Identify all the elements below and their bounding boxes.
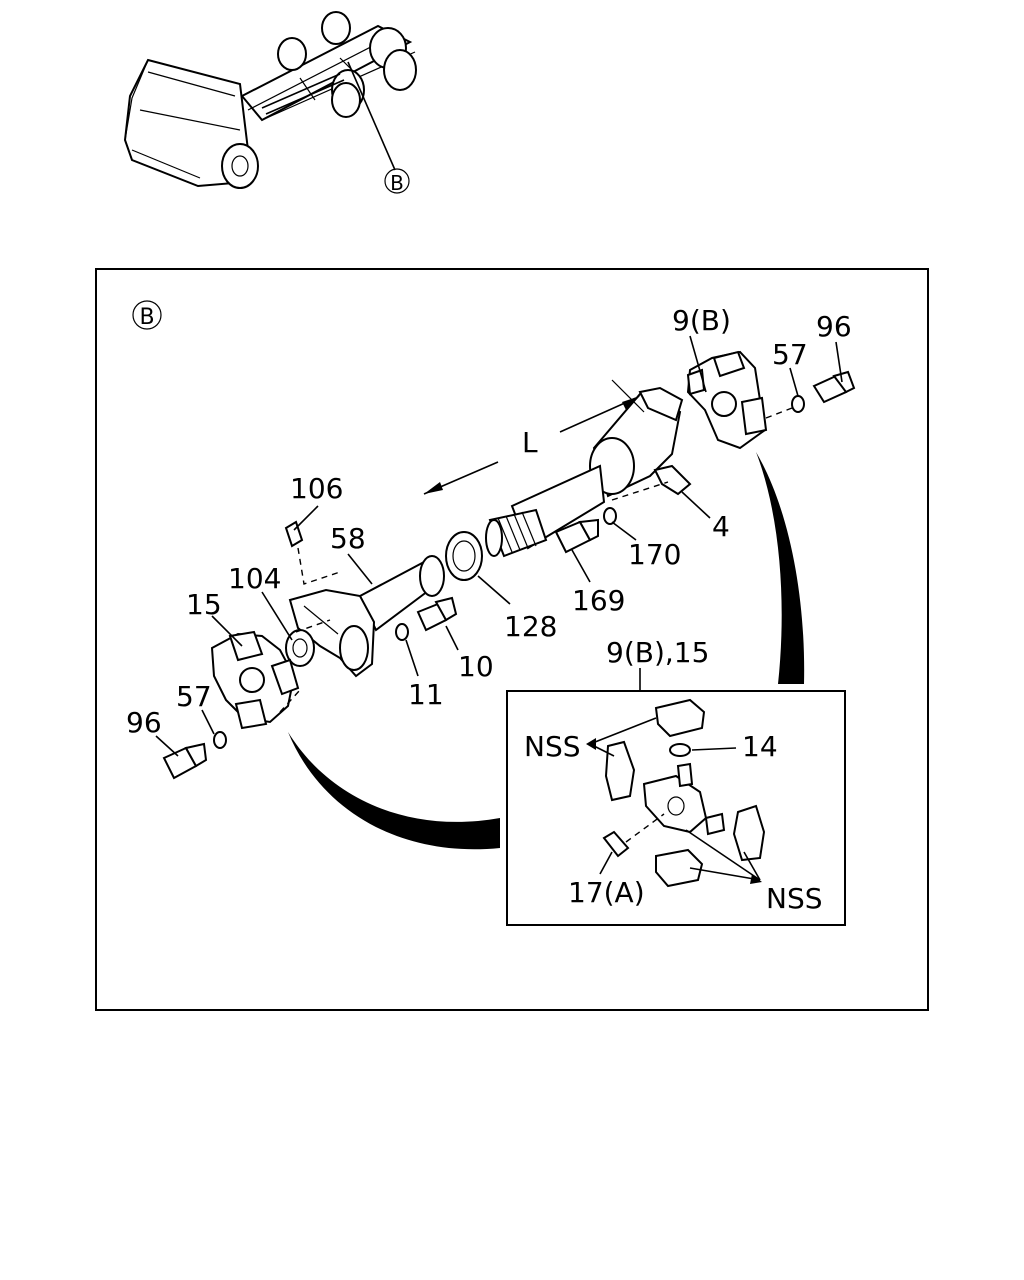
label-10: 10 xyxy=(458,650,494,683)
propeller-shaft-tube xyxy=(485,386,692,558)
inset-title: 9(B),15 xyxy=(606,636,709,669)
label-128: 128 xyxy=(504,610,557,643)
arrow-left-to-inset xyxy=(288,732,500,850)
inset-label-14: 14 xyxy=(742,730,778,763)
overview-callout-circle xyxy=(384,168,410,194)
inset-parts xyxy=(602,698,766,888)
bolt-169 xyxy=(554,518,599,554)
detail-callout-text: B xyxy=(139,305,154,330)
universal-joint-right xyxy=(686,350,768,450)
label-170: 170 xyxy=(628,538,681,571)
detail-callout-circle xyxy=(132,300,162,330)
washer-57-right xyxy=(791,395,805,413)
label-L: L xyxy=(522,426,538,459)
washer-57-left xyxy=(213,731,227,749)
overview-leader xyxy=(347,61,396,171)
inset-label-nss-top: NSS xyxy=(524,730,581,763)
label-106: 106 xyxy=(290,472,343,505)
label-57-left: 57 xyxy=(176,680,212,713)
truck-front-wheel xyxy=(221,143,259,189)
label-104: 104 xyxy=(228,562,281,595)
overview-callout-text: B xyxy=(390,171,404,195)
bolt-96-left xyxy=(162,742,208,780)
truck-overview: B xyxy=(123,11,417,195)
washer-170 xyxy=(603,507,617,525)
dimension-L xyxy=(423,379,645,495)
arrow-right-to-inset xyxy=(756,452,805,684)
universal-joint-left xyxy=(210,619,331,730)
truck-chassis xyxy=(240,24,413,122)
bolt-10 xyxy=(416,596,458,632)
label-58: 58 xyxy=(330,522,366,555)
washer-11 xyxy=(395,623,409,641)
detail-frame xyxy=(95,268,929,1011)
label-96-left: 96 xyxy=(126,706,162,739)
label-57-top: 57 xyxy=(772,338,808,371)
label-15: 15 xyxy=(186,588,222,621)
label-96-top: 96 xyxy=(816,310,852,343)
label-169: 169 xyxy=(572,584,625,617)
yoke-tab-4 xyxy=(653,464,692,496)
label-9b-top: 9(B) xyxy=(672,304,731,337)
slip-yoke-58 xyxy=(288,555,445,678)
grease-nipple-106 xyxy=(284,520,341,585)
label-4: 4 xyxy=(712,510,730,543)
washer-14 xyxy=(669,743,691,757)
seal-128 xyxy=(445,531,483,581)
inset-label-nss-bottom: NSS xyxy=(766,882,823,915)
inset-label-17a: 17(A) xyxy=(568,876,645,909)
bolt-96-right xyxy=(812,370,856,404)
label-11: 11 xyxy=(408,678,444,711)
leader-lines xyxy=(155,335,843,884)
